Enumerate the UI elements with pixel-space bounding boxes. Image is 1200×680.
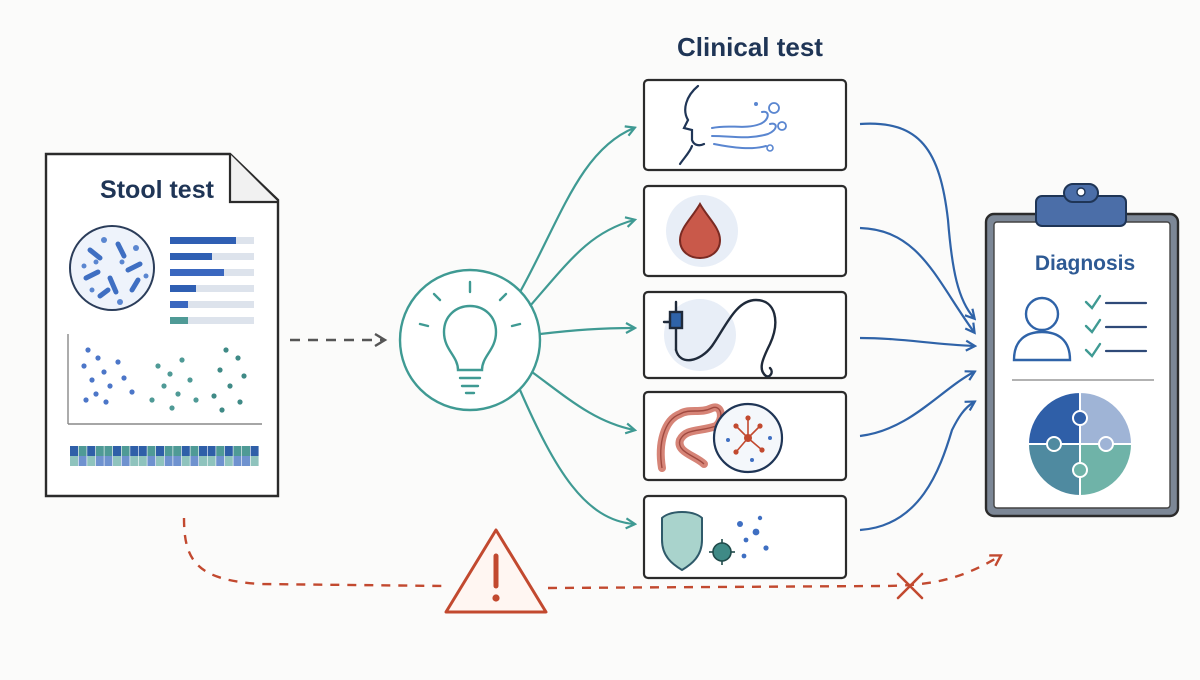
scatter-panel	[67, 334, 262, 425]
clinical-test-box-immune	[642, 494, 848, 580]
idea-to-tests-arrows	[518, 128, 634, 524]
abundance-bars	[170, 237, 254, 324]
bacteria-dish-icon	[69, 225, 155, 311]
diagnosis-clipboard	[984, 183, 1180, 518]
warning-triangle-icon	[444, 528, 548, 614]
stool-to-diagnosis-blocked-path	[182, 517, 1000, 614]
patient-avatar-icon	[1012, 296, 1072, 362]
idea-node	[398, 268, 542, 412]
endoscope-icon	[662, 298, 777, 378]
immune-shield-icon	[661, 510, 769, 572]
lightbulb-icon	[418, 280, 522, 395]
clinical-test-box-breath	[642, 78, 848, 172]
tests-to-diagnosis-arrows	[859, 122, 974, 532]
clipboard-clip-icon	[1035, 183, 1127, 227]
diagnosis-title: Diagnosis	[1034, 252, 1136, 275]
heatmap-strip	[70, 446, 259, 466]
stool-test-title: Stool test	[100, 176, 214, 204]
clinical-test-box-blood	[642, 184, 848, 278]
clinical-test-title: Clinical test	[677, 32, 823, 62]
blocked-x-icon	[896, 572, 924, 600]
breath-test-icon	[678, 84, 787, 166]
blood-drop-icon	[678, 201, 722, 260]
intestine-microscope-icon	[656, 402, 784, 474]
clinical-test-box-intestine	[642, 390, 848, 482]
clinical-test-box-endoscopy	[642, 290, 848, 380]
checklist-icon	[1084, 294, 1148, 358]
puzzle-pie-icon	[1026, 390, 1134, 498]
stool-test-document	[44, 152, 280, 498]
